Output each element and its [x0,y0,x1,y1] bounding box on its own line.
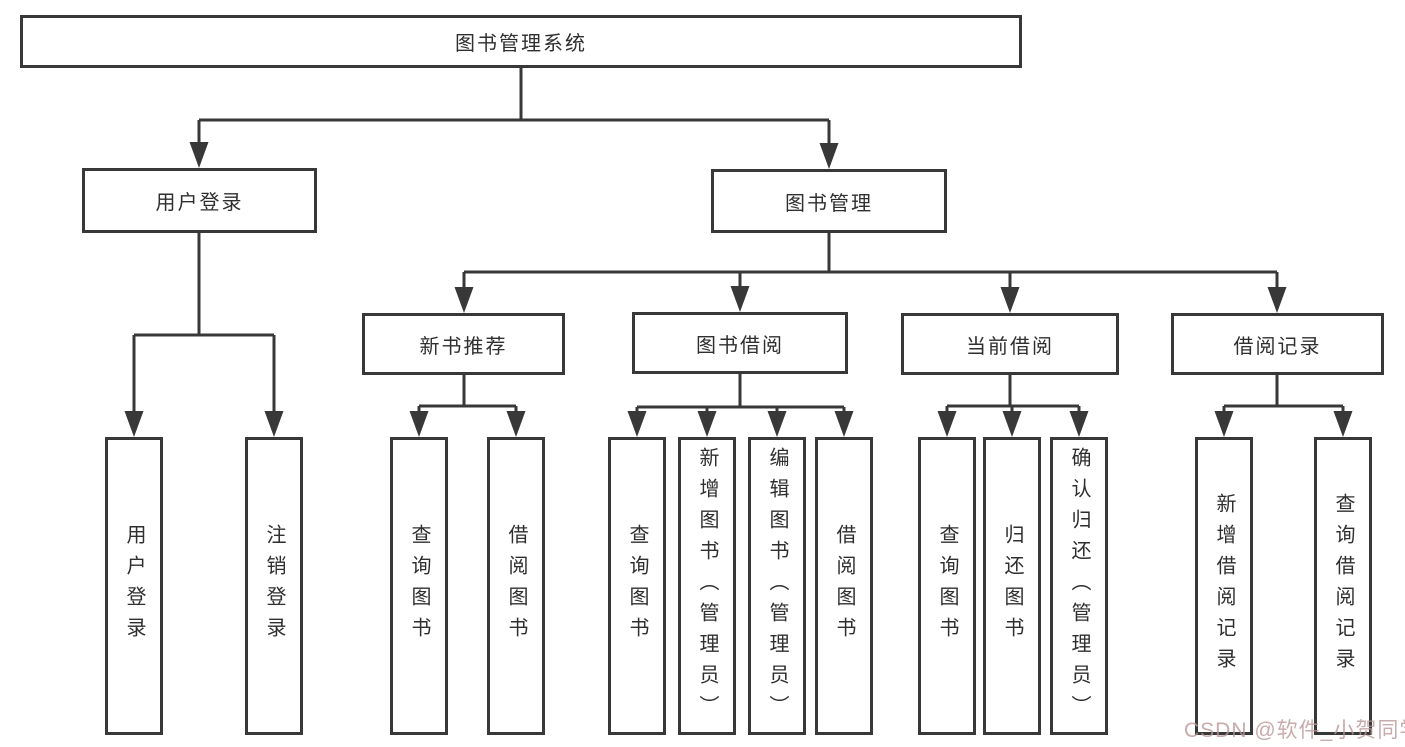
node-label: 用户登录 [155,192,244,214]
arrow-icon [697,411,717,437]
leaf-query-borrow-record: 查询借阅记录 [1314,437,1372,735]
arrow-icon [1002,411,1022,437]
connector-bookborrow-to-leaves [635,374,846,413]
arrow-icon [834,411,854,437]
node-new-book-recommend: 新书推荐 [362,313,565,375]
node-book-management: 图书管理 [711,169,947,233]
node-root-library-system: 图书管理系统 [20,15,1022,68]
leaf-return-books: 归还图书 [983,437,1041,735]
node-label: 编辑图书（管理员） [766,446,788,726]
node-label: 图书借阅 [696,334,784,357]
leaf-user-login: 用户登录 [105,437,163,735]
leaf-logout: 注销登录 [245,437,303,735]
leaf-borrow-books-recommend: 借阅图书 [487,437,545,735]
node-label: 借阅记录 [1233,335,1322,358]
arrow-icon [264,411,284,437]
leaf-add-borrow-record: 新增借阅记录 [1195,437,1253,735]
node-user-login: 用户登录 [82,168,317,233]
node-label: 借阅图书 [505,524,527,648]
node-label: 注销登录 [263,524,285,648]
node-label: 新增借阅记录 [1213,493,1235,679]
connector-bookmgmt-to-level3 [462,233,1279,289]
arrow-icon [1000,287,1020,313]
leaf-query-books-recommend: 查询图书 [390,437,448,735]
arrow-icon [506,411,526,437]
connector-records-to-leaves [1222,375,1345,413]
node-label: 用户登录 [123,524,145,648]
node-book-borrow: 图书借阅 [632,312,848,374]
connector-root-to-level2 [197,68,831,145]
arrow-icon [454,287,474,313]
arrow-icon [1333,411,1353,437]
arrow-icon [627,411,647,437]
node-label: 当前借阅 [966,335,1054,358]
node-label: 查询图书 [626,524,648,648]
leaf-query-books-borrow: 查询图书 [608,437,666,735]
arrow-icon [124,411,144,437]
connector-currentborrow-to-leaves [945,375,1081,413]
connector-newbook-to-leaves [417,375,518,413]
arrow-icon [1069,411,1089,437]
node-label: 借阅图书 [833,524,855,648]
arrow-icon [730,286,750,312]
leaf-confirm-return-admin: 确认归还（管理员） [1050,437,1108,735]
node-label: 新增图书（管理员） [696,446,718,726]
node-label: 查询借阅记录 [1332,493,1354,679]
arrowheads [124,142,1353,437]
connector-userlogin-to-leaves [132,233,276,413]
node-borrow-records: 借阅记录 [1171,313,1384,375]
leaf-edit-books-admin: 编辑图书（管理员） [748,437,806,735]
arrow-icon [1214,411,1234,437]
node-label: 查询图书 [936,524,958,648]
node-label: 归还图书 [1001,524,1023,648]
node-label: 查询图书 [408,524,430,648]
node-label: 新书推荐 [419,335,508,358]
arrow-icon [767,411,787,437]
arrow-icon [409,411,429,437]
arrow-icon [189,142,209,168]
leaf-borrow-books: 借阅图书 [815,437,873,735]
node-current-borrow: 当前借阅 [901,313,1119,375]
node-label: 图书管理系统 [455,33,587,55]
leaf-query-books-current: 查询图书 [918,437,976,735]
node-label: 图书管理 [785,192,873,215]
leaf-add-books-admin: 新增图书（管理员） [678,437,736,735]
arrow-icon [819,143,839,169]
arrow-icon [1267,287,1287,313]
node-label: 确认归还（管理员） [1068,446,1090,726]
arrow-icon [937,411,957,437]
